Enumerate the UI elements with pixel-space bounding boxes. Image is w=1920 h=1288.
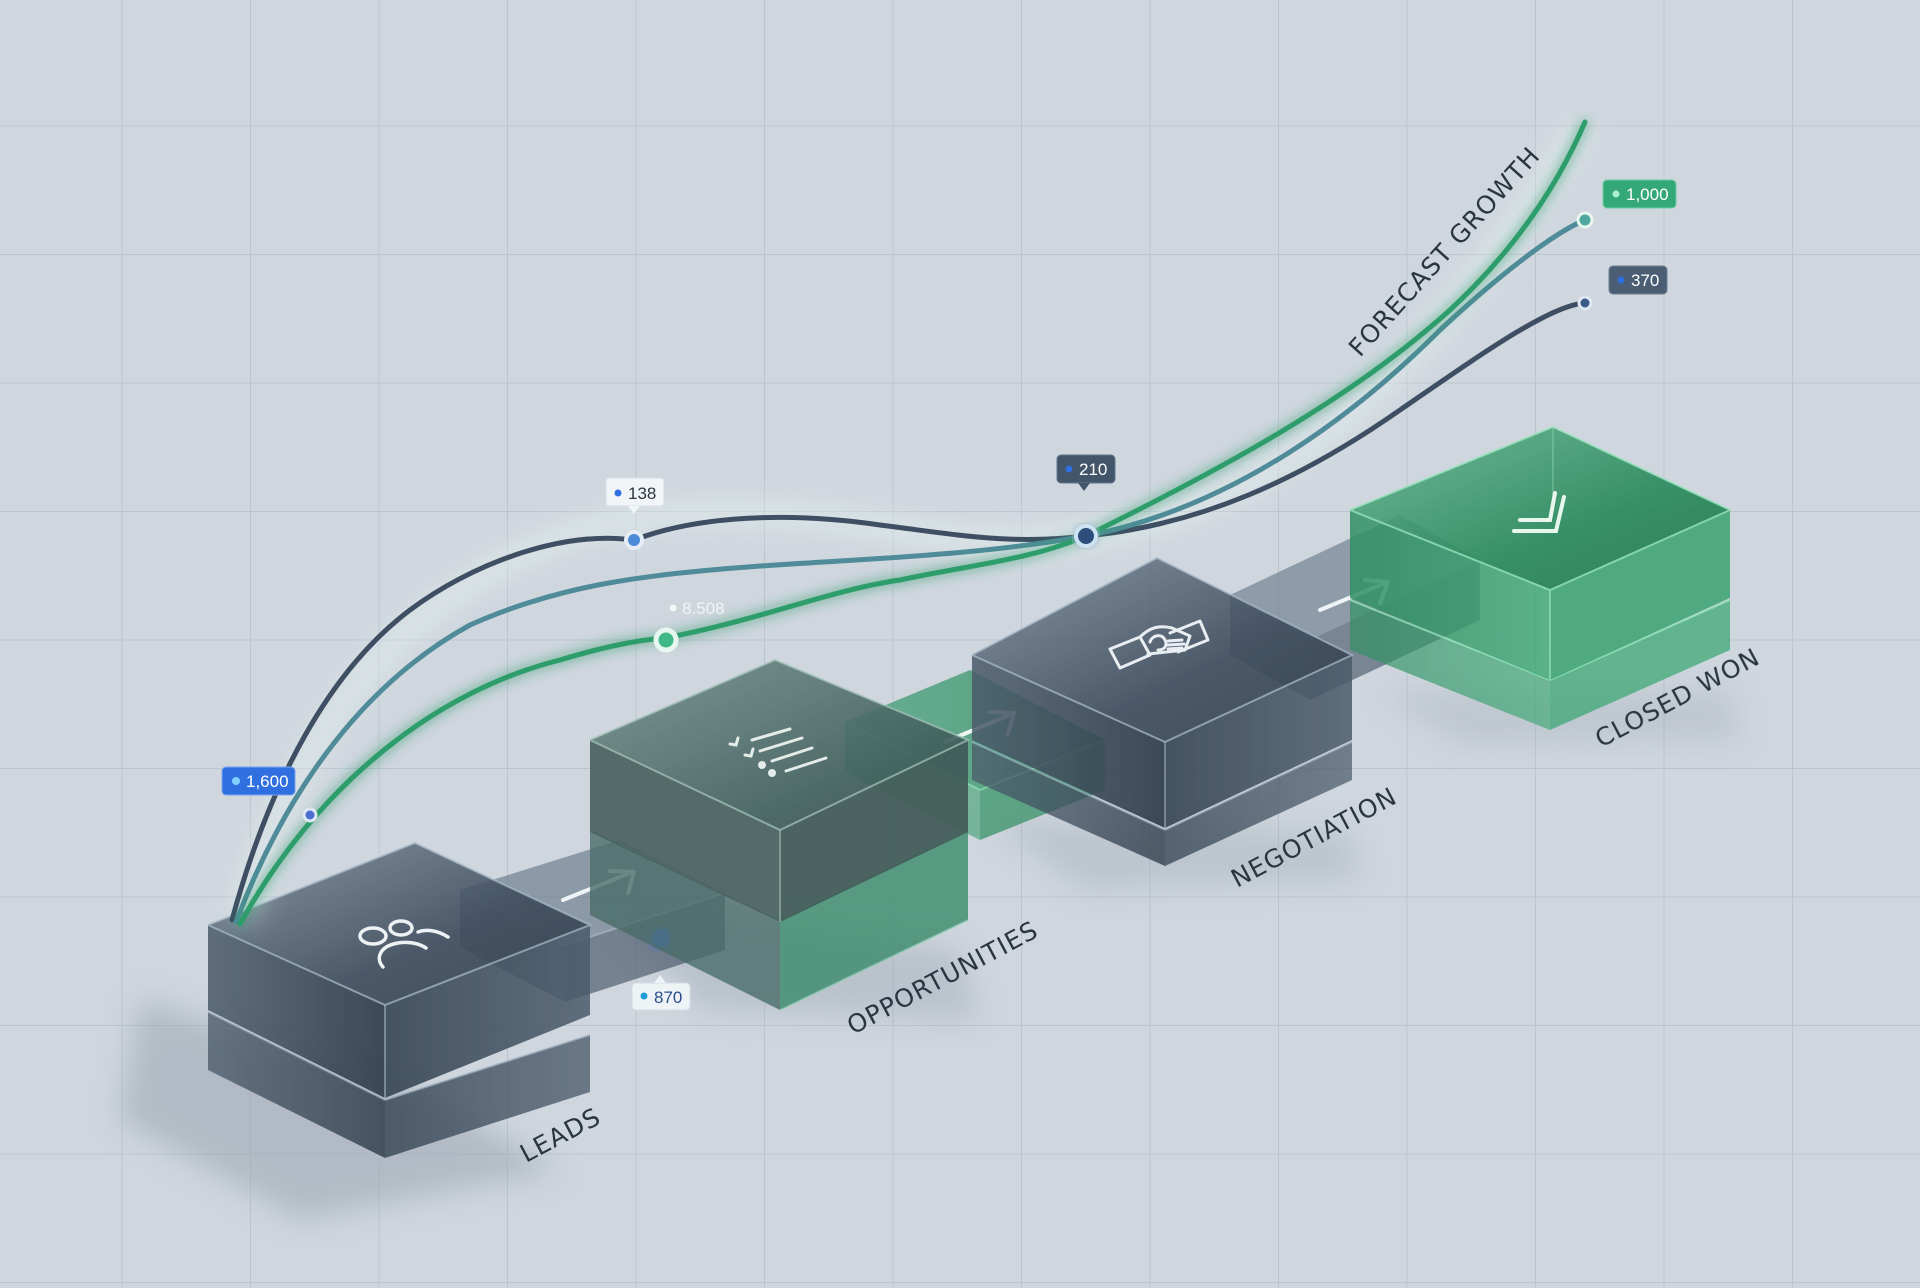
stage-negotiation[interactable] — [971, 556, 1355, 866]
double-chevron-icon — [1512, 491, 1566, 533]
badge-value: 370 — [1631, 271, 1659, 290]
green-line — [237, 119, 1588, 927]
badge-210: 210 — [1056, 454, 1116, 491]
point-138[interactable] — [624, 530, 644, 550]
badge-value: 870 — [654, 988, 682, 1007]
badge-value: 1,000 — [1626, 185, 1669, 204]
handshake-icon — [1108, 619, 1210, 670]
forecast-curves — [229, 119, 1588, 927]
point-8508[interactable] — [653, 627, 679, 653]
badge-value: 138 — [628, 484, 656, 503]
badge-value: 8.508 — [682, 599, 725, 618]
badge-370: 370 — [1608, 265, 1668, 295]
badge-value: 1,600 — [246, 772, 289, 791]
stage-closed-won[interactable] — [1349, 425, 1733, 730]
stage-opportunities[interactable] — [589, 658, 971, 1011]
badge-1000: 1,000 — [1602, 179, 1677, 209]
badge-value: 210 — [1079, 460, 1107, 479]
stage-leads[interactable] — [207, 841, 593, 1158]
slate-line — [229, 300, 1588, 923]
closed-won-top-face — [1350, 427, 1730, 590]
teal-line — [233, 217, 1588, 925]
leads-top-face — [208, 843, 590, 1005]
badge-8508: 8.508 — [669, 599, 725, 618]
point-370[interactable] — [1577, 295, 1593, 311]
badge-1600: 1,600 — [221, 766, 296, 796]
point-1600[interactable] — [302, 807, 318, 823]
users-icon — [358, 919, 450, 969]
badge-870: 870 — [631, 975, 691, 1011]
point-210[interactable] — [1074, 524, 1098, 548]
data-points — [302, 211, 1594, 823]
badge-138: 138 — [605, 477, 665, 514]
point-1000[interactable] — [1576, 211, 1594, 229]
checklist-icon — [728, 727, 828, 777]
